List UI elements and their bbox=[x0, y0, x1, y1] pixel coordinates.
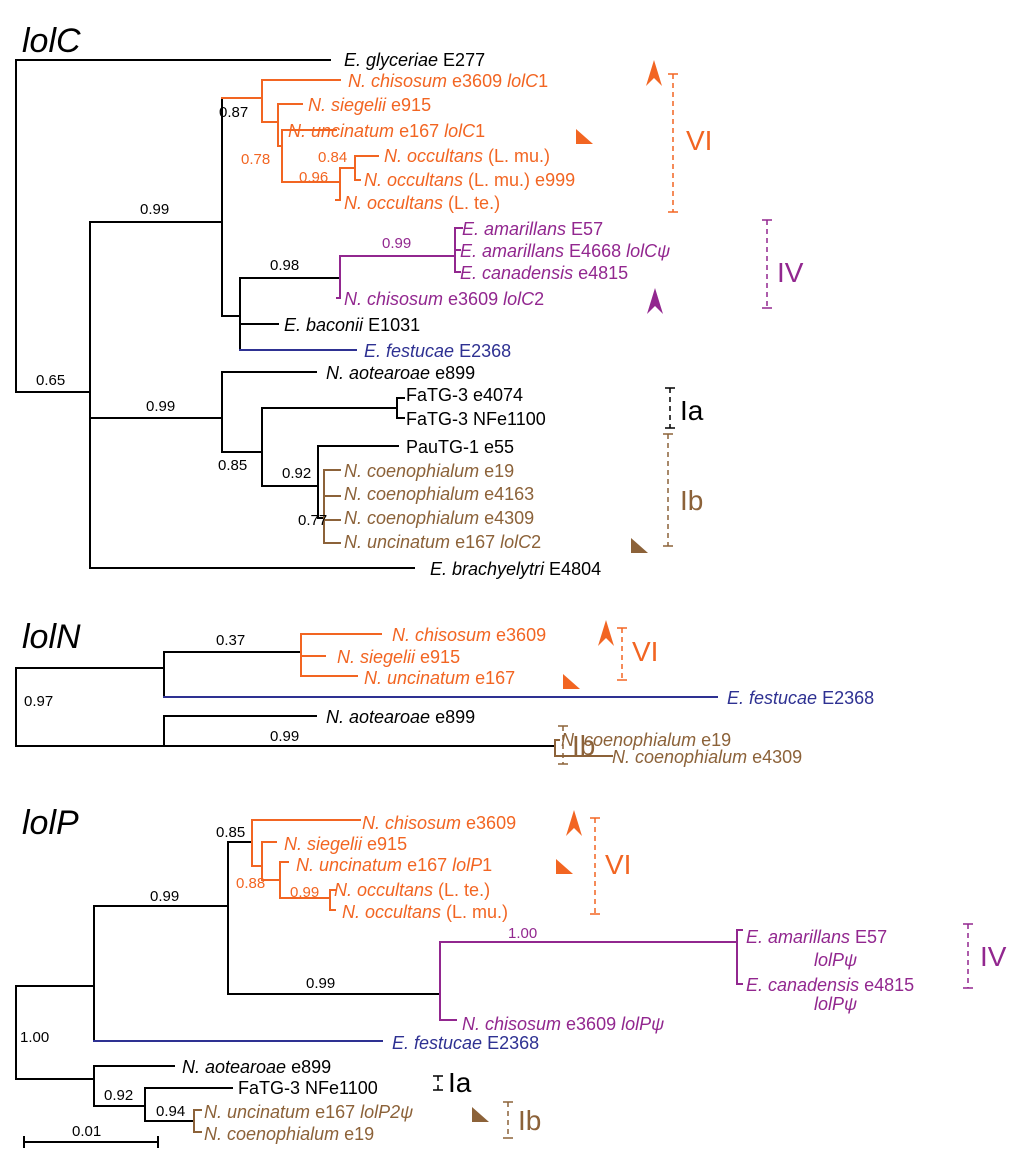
support-value: 0.92 bbox=[282, 465, 311, 482]
taxon-label: E. festucae E2368 bbox=[364, 341, 511, 361]
taxon-label: E. festucae E2368 bbox=[727, 688, 874, 708]
support-value: 0.98 bbox=[270, 257, 299, 274]
support-value: 0.96 bbox=[299, 169, 328, 186]
taxon-label: N. uncinatum e167 lolP1 bbox=[296, 855, 492, 875]
taxon-label: FaTG-3 NFe1100 bbox=[406, 409, 546, 429]
taxon-label: N. siegelii e915 bbox=[284, 834, 407, 854]
support-value: 0.65 bbox=[36, 372, 65, 389]
taxon-label: N. aotearoae e899 bbox=[182, 1057, 331, 1077]
taxon-label: N. uncinatum e167 lolC1 bbox=[288, 121, 485, 141]
taxon-label: E. festucae E2368 bbox=[392, 1033, 539, 1053]
triangle-marker-icon bbox=[631, 538, 648, 553]
taxon-label: N. aotearoae e899 bbox=[326, 707, 475, 727]
support-value: 0.99 bbox=[150, 888, 179, 905]
support-value: 0.99 bbox=[146, 398, 175, 415]
taxon-label: N. chisosum e3609 lolC2 bbox=[344, 289, 544, 309]
support-value: 0.78 bbox=[241, 151, 270, 168]
triangle-marker-icon bbox=[556, 859, 573, 874]
support-value: 0.99 bbox=[306, 975, 335, 992]
support-value: 0.77 bbox=[298, 512, 327, 529]
panel-title: lolN bbox=[22, 618, 81, 656]
taxon-label: N. coenophialum e4163 bbox=[344, 484, 534, 504]
taxon-label: N. occultans (L. te.) bbox=[344, 193, 500, 213]
group-label: VI bbox=[605, 849, 631, 880]
taxon-label: E. glyceriae E277 bbox=[344, 50, 485, 70]
taxon-label: lolPψ bbox=[814, 950, 857, 970]
marker-icons bbox=[472, 60, 663, 1122]
arrowhead-icon bbox=[598, 620, 614, 646]
support-value: 0.92 bbox=[104, 1087, 133, 1104]
support-value: 0.85 bbox=[218, 457, 247, 474]
triangle-marker-icon bbox=[563, 674, 580, 689]
taxon-label: E. amarillans E57 bbox=[462, 219, 603, 239]
taxon-label: N. coenophialum e4309 bbox=[344, 508, 534, 528]
tree-branches bbox=[15, 59, 743, 1148]
support-value: 0.88 bbox=[236, 875, 265, 892]
panel-title: lolC bbox=[22, 22, 81, 60]
group-label: Ib bbox=[680, 485, 703, 516]
arrowhead-icon bbox=[646, 60, 662, 86]
taxon-label: E. amarillans E4668 lolCψ bbox=[460, 241, 670, 261]
taxon-label: E. canadensis e4815 bbox=[460, 263, 628, 283]
support-value: 0.85 bbox=[216, 824, 245, 841]
taxon-label: N. aotearoae e899 bbox=[326, 363, 475, 383]
taxon-label: N. siegelii e915 bbox=[337, 647, 460, 667]
taxon-label: N. chisosum e3609 lolC1 bbox=[348, 71, 548, 91]
taxon-label: PauTG-1 e55 bbox=[406, 437, 514, 457]
group-label: IV bbox=[980, 941, 1007, 972]
support-value: 0.99 bbox=[382, 235, 411, 252]
taxon-label: E. brachyelytri E4804 bbox=[430, 559, 601, 579]
support-value: 0.87 bbox=[219, 104, 248, 121]
taxon-label: N. uncinatum e167 lolC2 bbox=[344, 532, 541, 552]
group-label: IV bbox=[777, 257, 804, 288]
taxon-label: N. chisosum e3609 bbox=[362, 813, 516, 833]
support-value: 0.99 bbox=[270, 728, 299, 745]
group-label: Ib bbox=[518, 1105, 541, 1136]
taxon-label: FaTG-3 NFe1100 bbox=[238, 1078, 378, 1098]
group-label: Ia bbox=[680, 395, 704, 426]
arrowhead-icon bbox=[647, 288, 663, 314]
support-value: 1.00 bbox=[508, 925, 537, 942]
taxon-label: N. chisosum e3609 lolPψ bbox=[462, 1014, 664, 1034]
support-value: 0.99 bbox=[290, 884, 319, 901]
arrowhead-icon bbox=[566, 810, 582, 836]
support-value: 0.97 bbox=[24, 693, 53, 710]
taxon-label: E. baconii E1031 bbox=[284, 315, 420, 335]
group-brackets bbox=[433, 73, 973, 1139]
scale-bar-label: 0.01 bbox=[72, 1123, 101, 1140]
support-value: 1.00 bbox=[20, 1029, 49, 1046]
support-value: 0.94 bbox=[156, 1103, 185, 1120]
taxon-label: N. occultans (L. te.) bbox=[334, 880, 490, 900]
taxon-label: N. coenophialum e4309 bbox=[612, 747, 802, 767]
triangle-marker-icon bbox=[576, 129, 593, 144]
taxon-label: E. amarillans E57 bbox=[746, 927, 887, 947]
taxon-label: N. uncinatum e167 lolP2ψ bbox=[204, 1102, 413, 1122]
taxon-label: N. chisosum e3609 bbox=[392, 625, 546, 645]
taxon-label: N. occultans (L. mu.) e999 bbox=[364, 170, 575, 190]
triangle-marker-icon bbox=[472, 1107, 489, 1122]
panel-title: lolP bbox=[22, 804, 79, 842]
support-value: 0.37 bbox=[216, 632, 245, 649]
taxon-label: N. occultans (L. mu.) bbox=[342, 902, 508, 922]
taxon-label: lolPψ bbox=[814, 994, 857, 1014]
taxon-label: N. uncinatum e167 bbox=[364, 668, 515, 688]
taxon-label: N. coenophialum e19 bbox=[561, 730, 731, 750]
taxon-label: FaTG-3 e4074 bbox=[406, 385, 523, 405]
group-label: Ib bbox=[572, 730, 595, 761]
taxon-label: N. siegelii e915 bbox=[308, 95, 431, 115]
group-label: VI bbox=[686, 125, 712, 156]
taxon-label: N. coenophialum e19 bbox=[204, 1124, 374, 1144]
support-value: 0.84 bbox=[318, 149, 347, 166]
group-label: Ia bbox=[448, 1067, 472, 1098]
support-value: 0.99 bbox=[140, 201, 169, 218]
taxon-label: N. coenophialum e19 bbox=[344, 461, 514, 481]
taxon-label: N. occultans (L. mu.) bbox=[384, 146, 550, 166]
taxon-label: E. canadensis e4815 bbox=[746, 975, 914, 995]
group-label: VI bbox=[632, 636, 658, 667]
